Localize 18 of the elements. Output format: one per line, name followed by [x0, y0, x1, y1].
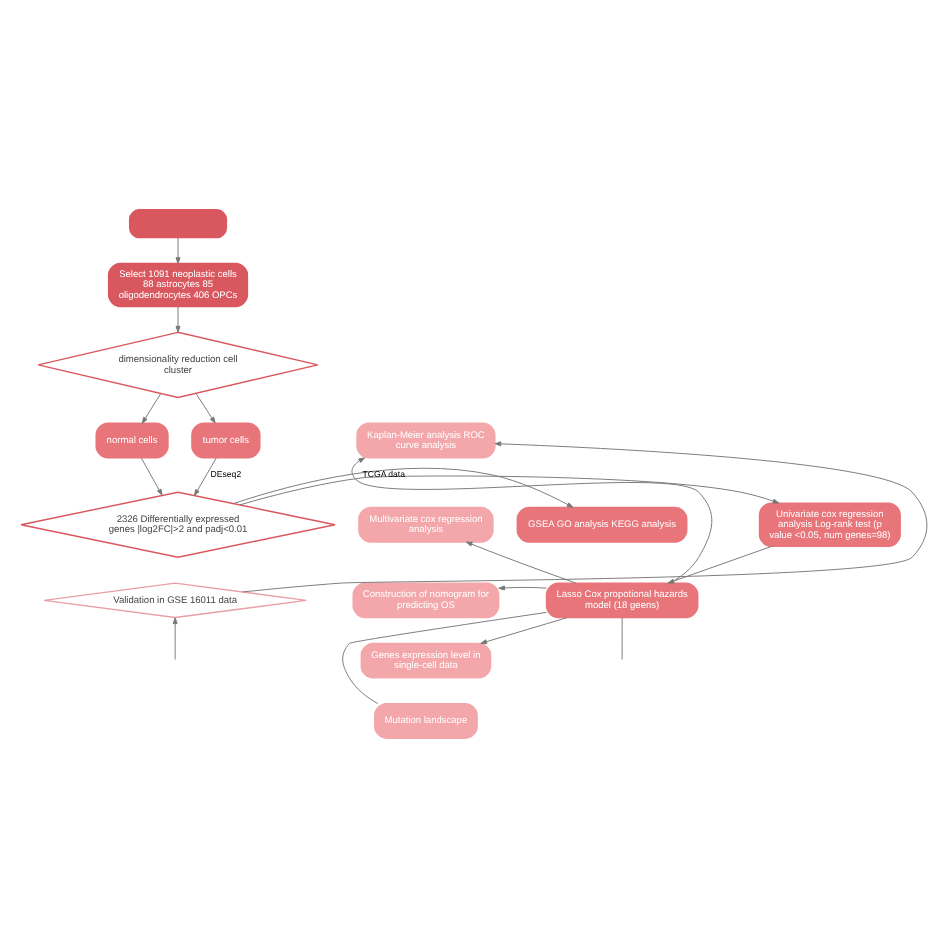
- connector: [621, 617, 623, 661]
- arrow: [194, 457, 217, 496]
- arrow: [172, 617, 178, 661]
- arrow: [480, 617, 568, 645]
- arrow: [175, 237, 181, 264]
- arrow: [351, 457, 713, 584]
- connector: [342, 611, 547, 705]
- node-box: [128, 209, 228, 239]
- arrow: [140, 457, 163, 496]
- arrow: [667, 545, 773, 584]
- arrow: [239, 475, 780, 506]
- arrow: [242, 441, 928, 593]
- arrow: [175, 306, 181, 333]
- arrow: [141, 393, 162, 424]
- arrow: [465, 541, 577, 584]
- arrow: [233, 467, 574, 508]
- arrow: [195, 392, 216, 424]
- arrow: [498, 585, 547, 591]
